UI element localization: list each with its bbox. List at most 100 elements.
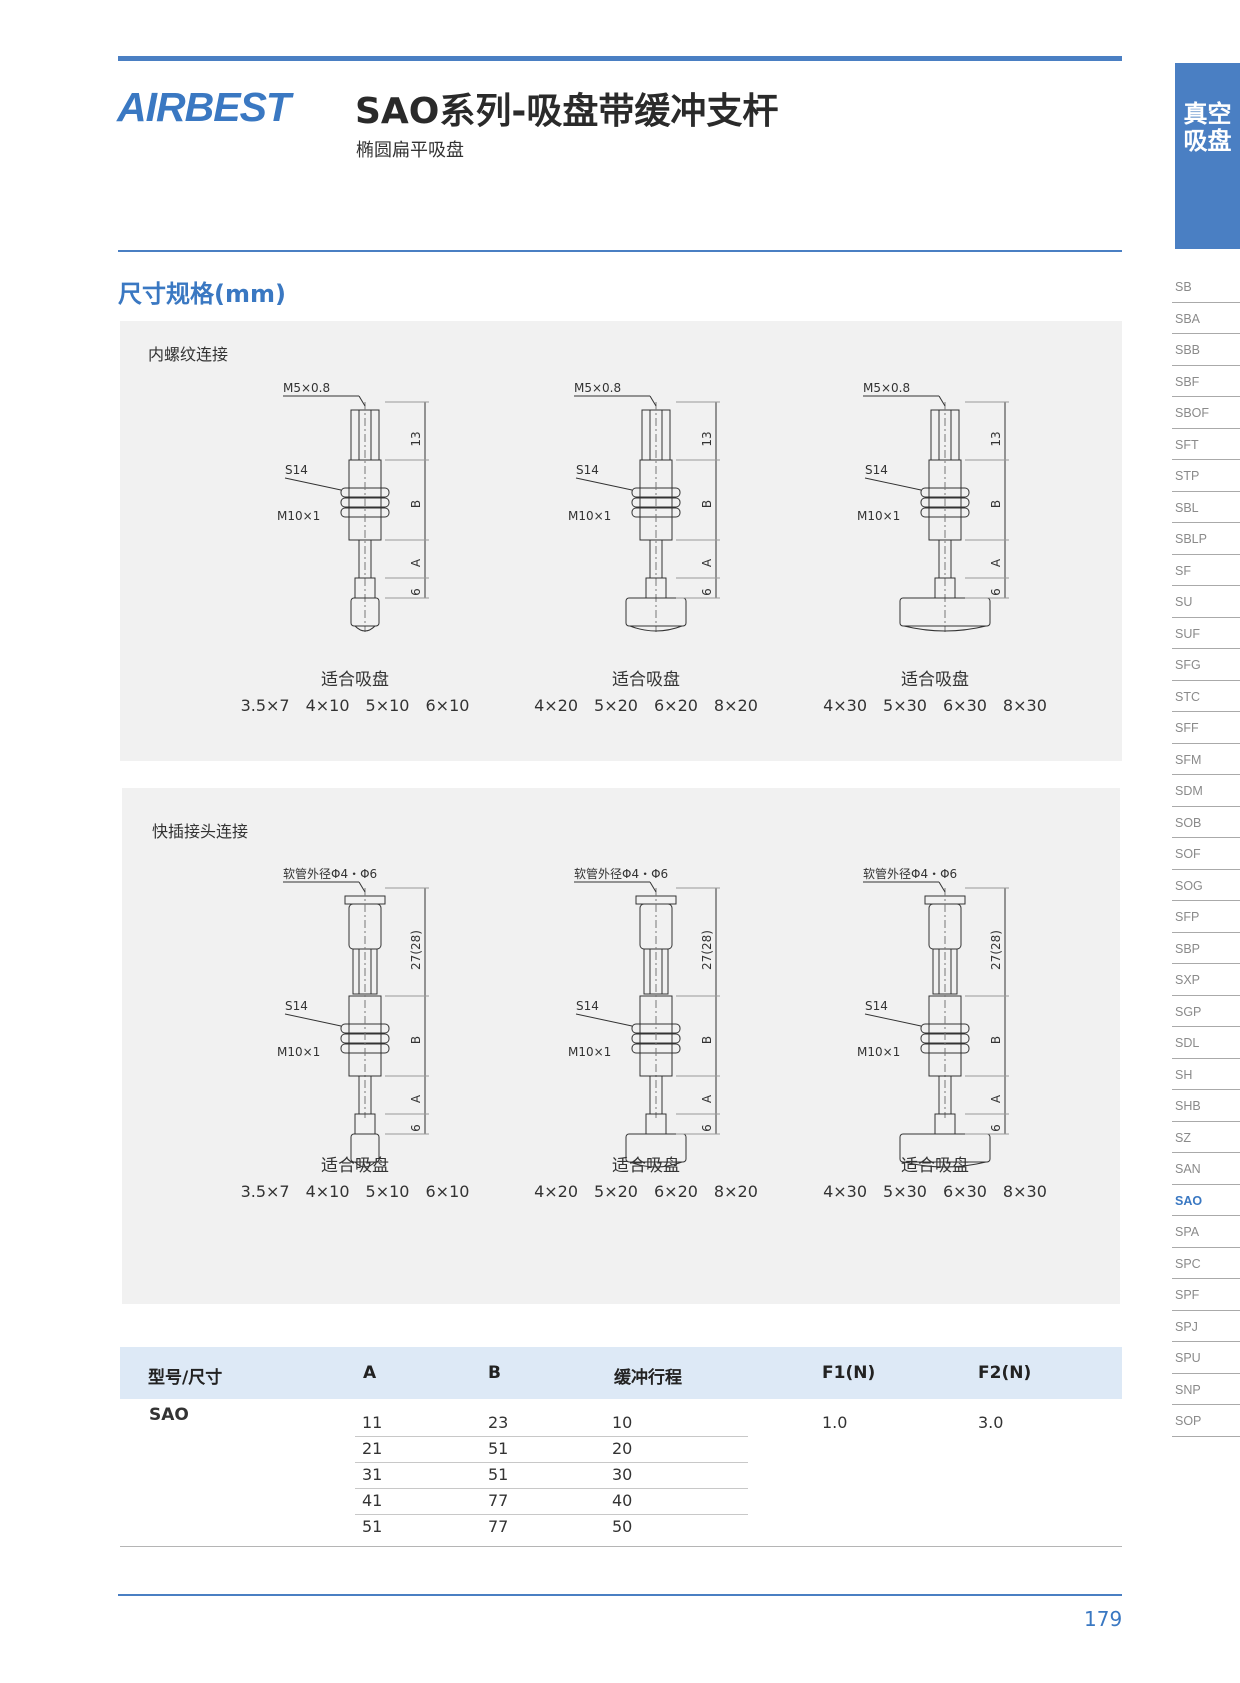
row-a-value: 21 bbox=[362, 1439, 383, 1458]
side-nav-item-sfg[interactable]: SFG bbox=[1172, 649, 1240, 681]
side-nav-item-sob[interactable]: SOB bbox=[1172, 807, 1240, 838]
side-nav-item-sba[interactable]: SBA bbox=[1172, 303, 1240, 334]
side-nav-item-san[interactable]: SAN bbox=[1172, 1153, 1240, 1185]
row-divider bbox=[355, 1488, 748, 1489]
side-nav-item-sog[interactable]: SOG bbox=[1172, 870, 1240, 901]
row-b-value: 23 bbox=[488, 1413, 509, 1432]
row-stroke-value: 30 bbox=[612, 1465, 633, 1484]
side-nav-item-sh[interactable]: SH bbox=[1172, 1059, 1240, 1090]
side-nav-item-spj[interactable]: SPJ bbox=[1172, 1311, 1240, 1342]
side-nav-item-spu[interactable]: SPU bbox=[1172, 1342, 1240, 1374]
connection-label: 软管外径Φ4・Φ6 bbox=[574, 866, 668, 881]
row-stroke-value: 20 bbox=[612, 1439, 633, 1458]
side-nav-item-sop[interactable]: SOP bbox=[1172, 1405, 1240, 1437]
side-nav-item-spf[interactable]: SPF bbox=[1172, 1279, 1240, 1311]
row-b-value: 77 bbox=[488, 1491, 509, 1510]
row-a-value: 51 bbox=[362, 1517, 383, 1536]
row-divider bbox=[355, 1514, 748, 1515]
dimension-a-label: A bbox=[409, 558, 423, 567]
side-nav-item-sdl[interactable]: SDL bbox=[1172, 1027, 1240, 1059]
side-nav-item-sgp[interactable]: SGP bbox=[1172, 996, 1240, 1027]
row-stroke-value: 50 bbox=[612, 1517, 633, 1536]
suitable-cup-label: 适合吸盘 bbox=[612, 1156, 680, 1176]
side-nav-item-sbf[interactable]: SBF bbox=[1172, 366, 1240, 397]
side-nav-item-stp[interactable]: STP bbox=[1172, 460, 1240, 492]
suitable-cup-sizes: 4×30 5×30 6×30 8×30 bbox=[823, 696, 1047, 715]
side-nav-item-sxp[interactable]: SXP bbox=[1172, 964, 1240, 996]
row-a-value: 41 bbox=[362, 1491, 383, 1510]
side-nav-item-sbof[interactable]: SBOF bbox=[1172, 397, 1240, 429]
side-nav-item-spa[interactable]: SPA bbox=[1172, 1216, 1240, 1248]
side-nav-item-su[interactable]: SU bbox=[1172, 586, 1240, 618]
dimension-bottom-label: 6 bbox=[409, 1124, 423, 1132]
row-stroke-value: 10 bbox=[612, 1413, 633, 1432]
dimension-a-label: A bbox=[989, 1094, 1003, 1103]
suitable-cup-sizes: 3.5×7 4×10 5×10 6×10 bbox=[240, 696, 470, 715]
row-b-value: 77 bbox=[488, 1517, 509, 1536]
panel-label: 内螺纹连接 bbox=[148, 345, 229, 364]
row-divider bbox=[355, 1436, 748, 1437]
hex-size-label: S14 bbox=[865, 463, 888, 477]
side-nav-item-spc[interactable]: SPC bbox=[1172, 1248, 1240, 1279]
category-tab[interactable]: 真空吸盘 bbox=[1175, 63, 1240, 249]
nut-thread-label: M10×1 bbox=[857, 509, 900, 523]
row-a-value: 31 bbox=[362, 1465, 383, 1484]
row-stroke-value: 40 bbox=[612, 1491, 633, 1510]
dimension-b-label: B bbox=[700, 1036, 714, 1044]
hex-size-label: S14 bbox=[285, 463, 308, 477]
dimension-a-label: A bbox=[409, 1094, 423, 1103]
side-nav-item-sft[interactable]: SFT bbox=[1172, 429, 1240, 460]
suitable-cup-label: 适合吸盘 bbox=[901, 670, 969, 690]
side-nav-item-sbl[interactable]: SBL bbox=[1172, 492, 1240, 523]
side-nav-item-sao[interactable]: SAO bbox=[1172, 1185, 1240, 1216]
suitable-cup-sizes: 4×20 5×20 6×20 8×20 bbox=[534, 1182, 758, 1201]
category-tab-label: 真空吸盘 bbox=[1183, 100, 1232, 155]
side-nav-item-sz[interactable]: SZ bbox=[1172, 1122, 1240, 1153]
suitable-cup-sizes: 3.5×7 4×10 5×10 6×10 bbox=[240, 1182, 470, 1201]
header-b: B bbox=[488, 1363, 501, 1383]
side-nav-item-sfm[interactable]: SFM bbox=[1172, 744, 1240, 775]
side-nav-item-sblp[interactable]: SBLP bbox=[1172, 523, 1240, 555]
dimension-top-label: 13 bbox=[409, 431, 423, 446]
side-nav-item-sff[interactable]: SFF bbox=[1172, 712, 1240, 744]
section-title: 尺寸规格(mm) bbox=[118, 280, 286, 308]
side-nav-item-snp[interactable]: SNP bbox=[1172, 1374, 1240, 1405]
header-rule bbox=[118, 250, 1122, 252]
side-nav-item-sbb[interactable]: SBB bbox=[1172, 334, 1240, 366]
dimension-top-label: 27(28) bbox=[409, 930, 423, 970]
nut-thread-label: M10×1 bbox=[857, 1045, 900, 1059]
page-title: SAO系列-吸盘带缓冲支杆 bbox=[355, 91, 779, 132]
header-model: 型号/尺寸 bbox=[148, 1368, 223, 1388]
side-nav-item-sof[interactable]: SOF bbox=[1172, 838, 1240, 870]
header-stroke: 缓冲行程 bbox=[614, 1368, 682, 1388]
side-nav-item-sbp[interactable]: SBP bbox=[1172, 933, 1240, 964]
side-nav-item-suf[interactable]: SUF bbox=[1172, 618, 1240, 649]
nut-thread-label: M10×1 bbox=[568, 509, 611, 523]
suitable-cup-sizes: 4×30 5×30 6×30 8×30 bbox=[823, 1182, 1047, 1201]
f2-value: 3.0 bbox=[978, 1413, 1004, 1432]
side-nav-item-sdm[interactable]: SDM bbox=[1172, 775, 1240, 807]
side-nav-item-sf[interactable]: SF bbox=[1172, 555, 1240, 586]
model-name: SAO bbox=[149, 1405, 189, 1425]
dimension-bottom-label: 6 bbox=[700, 1124, 714, 1132]
header-f1: F1(N) bbox=[822, 1363, 876, 1383]
connection-label: M5×0.8 bbox=[574, 381, 621, 395]
side-nav-item-shb[interactable]: SHB bbox=[1172, 1090, 1240, 1122]
suitable-cup-label: 适合吸盘 bbox=[901, 1156, 969, 1176]
side-nav-item-sb[interactable]: SB bbox=[1172, 271, 1240, 303]
hex-size-label: S14 bbox=[865, 999, 888, 1013]
side-nav-item-sfp[interactable]: SFP bbox=[1172, 901, 1240, 933]
side-nav-item-stc[interactable]: STC bbox=[1172, 681, 1240, 712]
dimension-a-label: A bbox=[700, 1094, 714, 1103]
suitable-cup-sizes: 4×20 5×20 6×20 8×20 bbox=[534, 696, 758, 715]
dimension-b-label: B bbox=[409, 500, 423, 508]
dimension-top-label: 13 bbox=[989, 431, 1003, 446]
dimension-top-label: 27(28) bbox=[700, 930, 714, 970]
hex-size-label: S14 bbox=[285, 999, 308, 1013]
f1-value: 1.0 bbox=[822, 1413, 848, 1432]
dimension-top-label: 27(28) bbox=[989, 930, 1003, 970]
